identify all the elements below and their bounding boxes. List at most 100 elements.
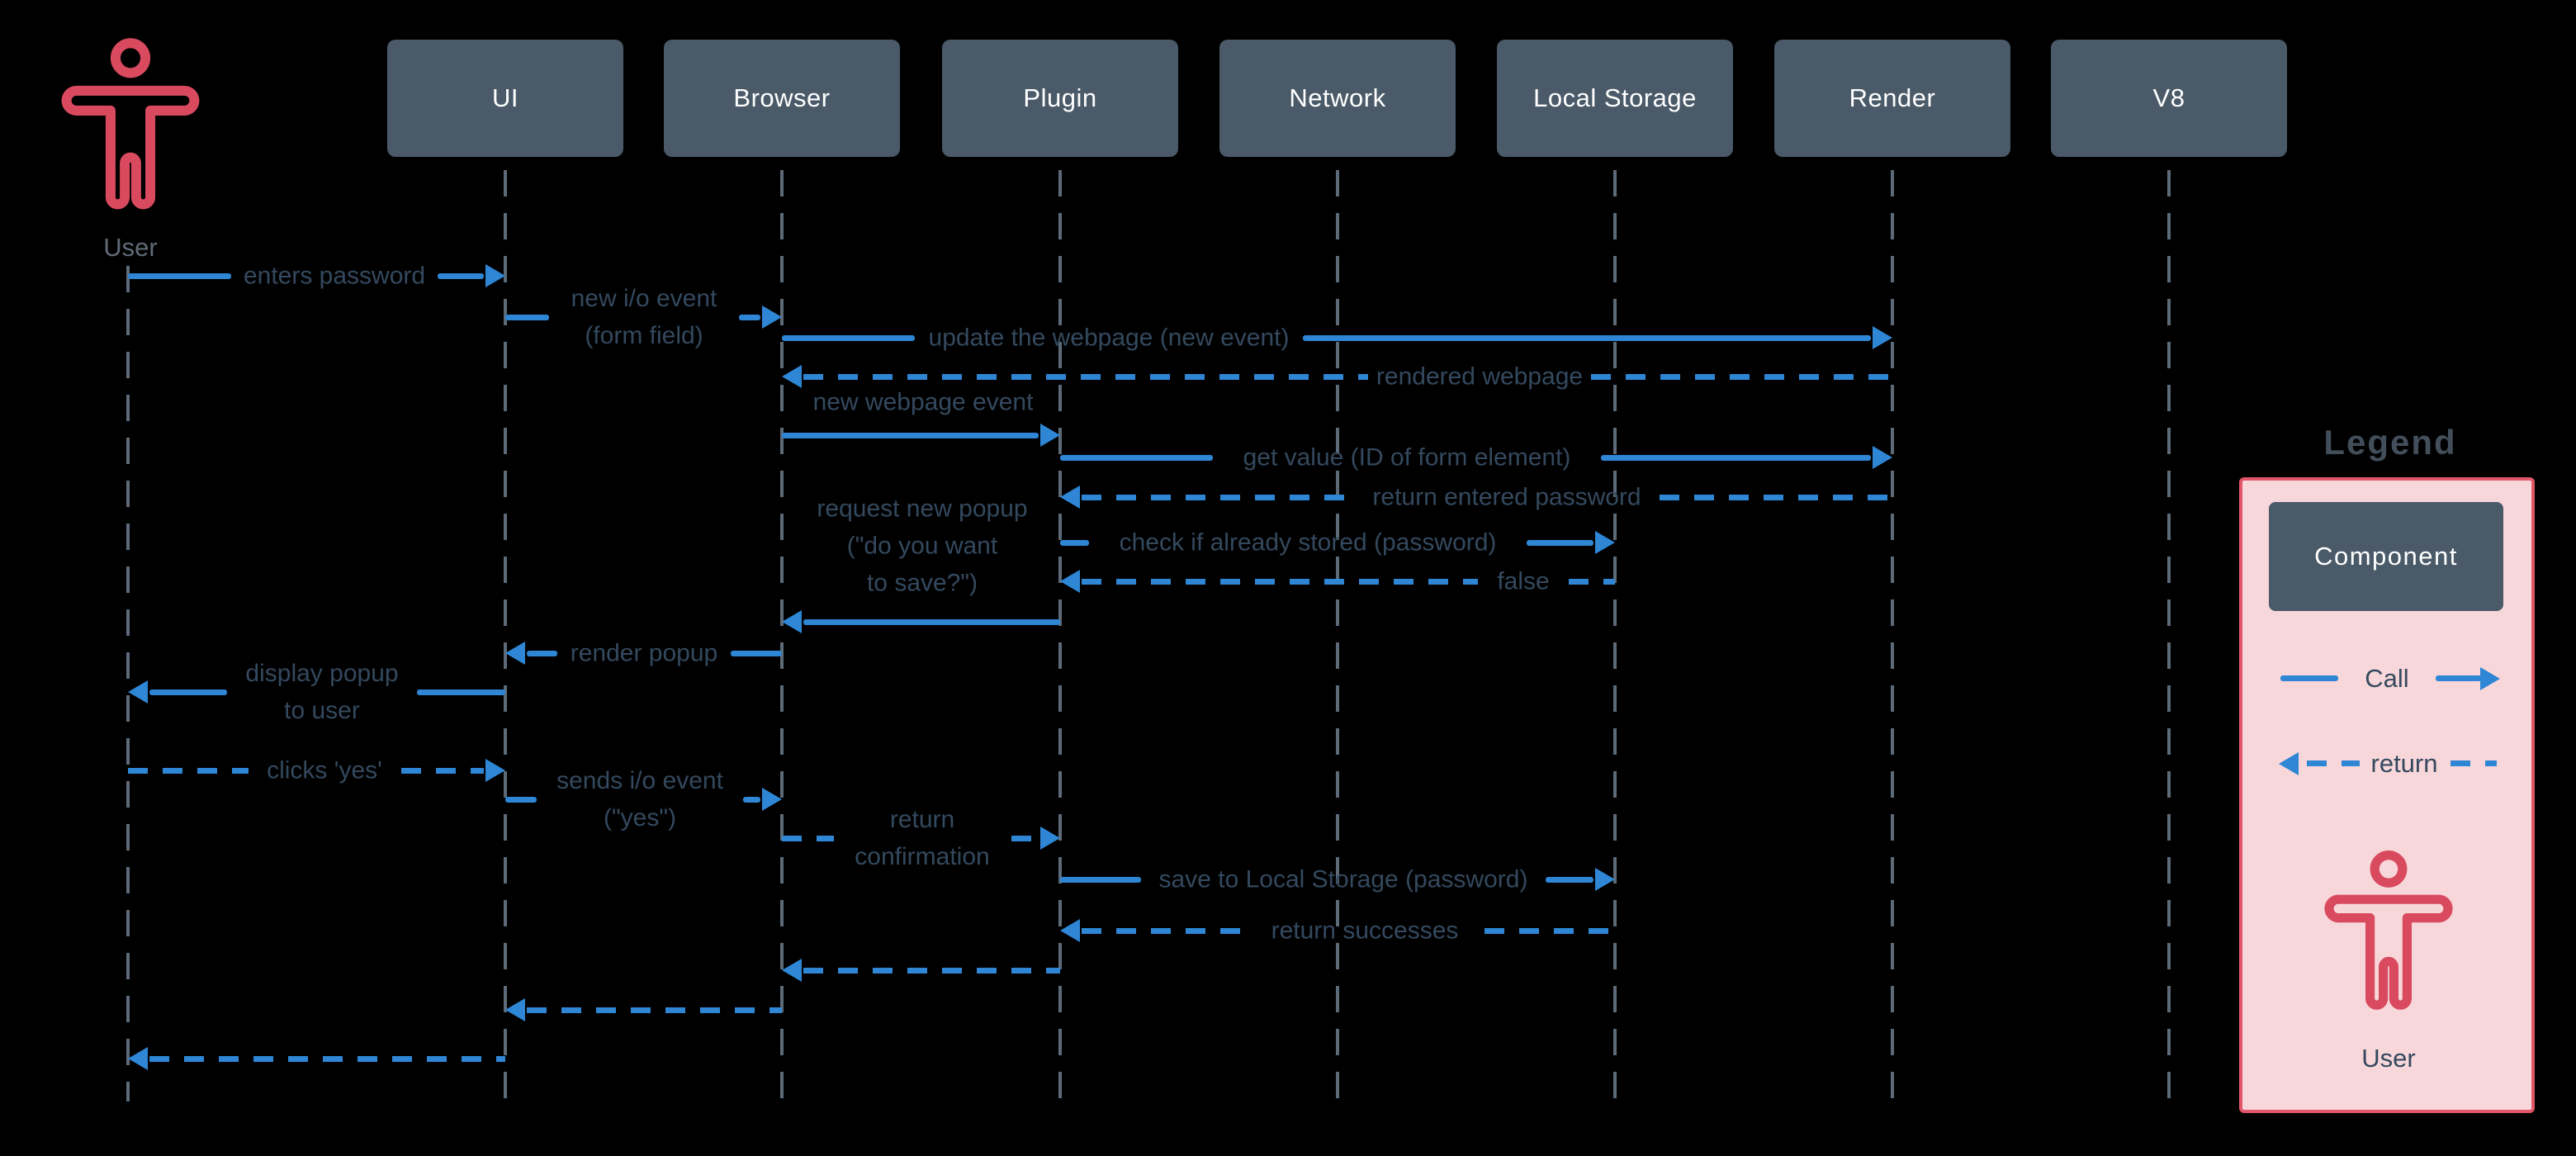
participant-box-local-storage: Local Storage [1497, 40, 1733, 157]
arrowhead-icon [1040, 424, 1060, 447]
arrowhead-icon [1873, 446, 1892, 469]
message-line [1060, 455, 1213, 461]
message-line [149, 689, 227, 695]
participant-box-browser: Browser [664, 40, 900, 157]
message-line [782, 433, 1039, 438]
arrowhead-icon [485, 759, 505, 782]
participant-box-plugin: Plugin [942, 40, 1178, 157]
participant-box-v8: V8 [2051, 40, 2287, 157]
message-label: return entered password [1372, 483, 1641, 511]
message-line [417, 689, 505, 695]
message-label: request new popup ("do you want to save?… [817, 495, 1028, 597]
message-label: rendered webpage [1376, 362, 1584, 391]
message-line [1082, 495, 1354, 500]
arrowhead-icon [1595, 531, 1615, 554]
message-line [400, 768, 484, 774]
message-line [803, 968, 1060, 974]
message-line [731, 651, 782, 656]
message-label: new webpage event [812, 388, 1034, 416]
message-label: return successes [1271, 917, 1459, 945]
message-line [1060, 877, 1141, 883]
lifeline-render [1891, 170, 1894, 1102]
message-line [1485, 928, 1615, 934]
message-line [782, 335, 915, 341]
legend-call-label: Call [2365, 664, 2409, 693]
message-line [1082, 928, 1245, 934]
arrowhead-icon [762, 306, 782, 329]
arrowhead-icon [782, 365, 802, 388]
message-label: false [1497, 567, 1550, 595]
message-line [438, 273, 484, 279]
message-line [803, 619, 1060, 625]
arrowhead-icon [128, 1047, 148, 1070]
message-line [527, 651, 557, 656]
arrowhead-icon [1060, 919, 1080, 942]
message-line [743, 797, 760, 803]
lifeline-local-storage [1613, 170, 1617, 1102]
arrowhead-icon [505, 642, 525, 665]
message-line [128, 768, 249, 774]
arrowhead-icon [1040, 827, 1060, 850]
arrowhead-icon [762, 788, 782, 811]
message-line [1660, 495, 1892, 500]
message-label: save to Local Storage (password) [1158, 865, 1528, 893]
message-label: clicks 'yes' [267, 756, 382, 784]
lifeline-network [1336, 170, 1339, 1102]
message-line [782, 836, 834, 841]
message-label: sends i/o event ("yes") [556, 767, 723, 831]
message-line [527, 1007, 782, 1013]
legend-component-box: Component [2269, 502, 2503, 611]
message-line [149, 1056, 505, 1062]
legend-call-line [2280, 675, 2338, 681]
lifeline-browser [780, 170, 784, 1102]
lifeline-ui [504, 170, 507, 1102]
lifeline-v8 [2167, 170, 2171, 1102]
participant-box-ui: UI [387, 40, 623, 157]
message-line [803, 374, 1368, 380]
legend-call-line [2436, 675, 2482, 681]
message-label: check if already stored (password) [1119, 528, 1497, 557]
message-line [1303, 335, 1871, 341]
message-line [1011, 836, 1039, 841]
message-line [739, 315, 760, 320]
arrowhead-icon [485, 264, 505, 287]
legend-return-line [2451, 760, 2497, 766]
arrowhead-icon [1060, 486, 1080, 509]
arrowhead-icon [505, 998, 525, 1021]
arrowhead-icon [782, 959, 802, 982]
arrowhead-icon [1873, 326, 1892, 349]
message-label: render popup [570, 639, 718, 667]
legend-user-label: User [2361, 1044, 2416, 1073]
message-line [1569, 579, 1615, 585]
arrowhead-icon [1595, 868, 1615, 891]
legend-return-label: return [2370, 749, 2438, 778]
message-line [1601, 455, 1871, 461]
message-line [1527, 540, 1593, 546]
message-label: new i/o event (form field) [571, 285, 717, 349]
message-line [1082, 579, 1478, 585]
message-label: return confirmation [855, 806, 990, 870]
message-line [1591, 374, 1892, 380]
participant-box-network: Network [1219, 40, 1456, 157]
legend-call-arrowhead-icon [2480, 667, 2500, 690]
participant-box-render: Render [1774, 40, 2010, 157]
message-label: display popup to user [245, 660, 399, 724]
legend-title: Legend [2323, 423, 2457, 462]
message-label: get value (ID of form element) [1243, 443, 1571, 471]
legend-user-icon [2323, 850, 2455, 1022]
message-line [1060, 540, 1089, 546]
message-label: enters password [243, 262, 426, 290]
arrowhead-icon [1060, 570, 1080, 593]
message-label: update the webpage (new event) [928, 324, 1290, 352]
message-line [1546, 877, 1593, 883]
arrowhead-icon [128, 680, 148, 704]
message-line [505, 315, 549, 320]
legend-return-arrowhead-icon [2279, 752, 2299, 775]
message-line [505, 797, 537, 803]
legend-return-line [2307, 760, 2360, 766]
lifeline-plugin [1058, 170, 1062, 1102]
message-line [128, 273, 231, 279]
arrowhead-icon [782, 610, 802, 633]
user-actor-icon [59, 38, 201, 223]
